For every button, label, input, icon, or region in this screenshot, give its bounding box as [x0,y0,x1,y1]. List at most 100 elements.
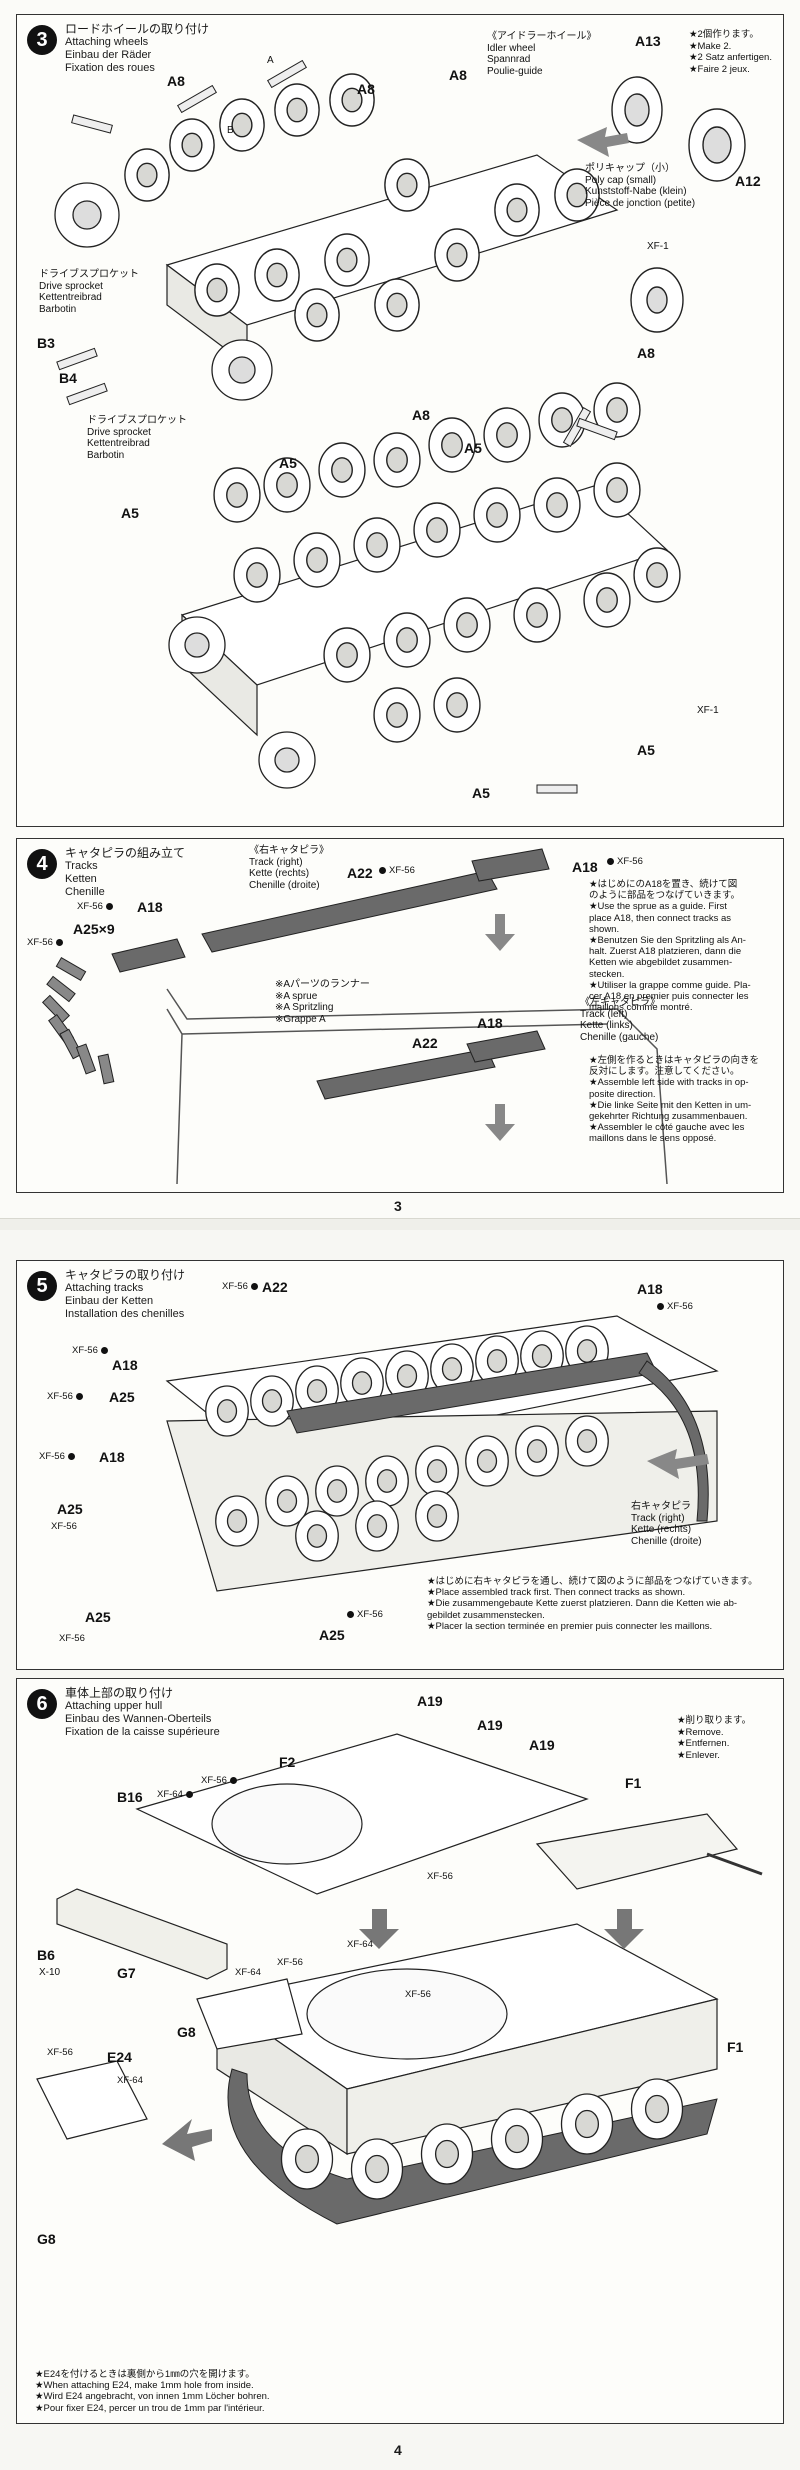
note-line: ★Benutzen Sie den Spritzling als An- [589,935,746,947]
note-line: ★Place assembled track first. Then conne… [427,1587,686,1599]
wheel-hub [576,1429,598,1453]
wheel-hub [396,172,418,198]
page-number: 3 [394,1198,402,1214]
part-b16-label: B16 [117,1789,143,1805]
paint-xf1-label: XF-1 [647,241,669,252]
part-a8-label: A8 [357,81,375,97]
hobby-knife [706,1852,763,1876]
wheel-hub [306,547,328,573]
wheel-hub [331,457,353,483]
part-a18-label: A18 [112,1357,138,1373]
paint-xf64-label: XF-64 [117,2075,143,2086]
wheel-hub [486,1349,508,1373]
paint-xf56-label: XF-56 [27,937,63,948]
step-3-panel: 3 ロードホイールの取り付け Attaching wheels Einbau d… [16,14,784,827]
track-link [97,1053,115,1085]
wheel-hub [526,1439,548,1463]
right-track-note: ★はじめにのA18を置き、続けて図のように部品をつなげていきます。★Use th… [589,879,779,1013]
wheel-hub [336,642,358,668]
wheel-hub [216,1399,238,1423]
wheel-hub [386,292,408,318]
part-a18-label: A18 [637,1281,663,1297]
make-2-note: ★2個作ります。 ★Make 2. ★2 Satz anfertigen. ★F… [689,29,772,75]
wheel-hub [306,302,328,328]
wheel-hub [386,447,408,473]
idler-wheel-title: 《アイドラーホイール》 Idler wheel Spannrad Poulie-… [487,31,597,77]
assembled-track [227,2068,718,2225]
part-a25-label: A25 [109,1389,135,1405]
paint-xf56-label: XF-56 [47,2047,73,2058]
step-6-badge: 6 [27,1689,57,1719]
wheel-hub [276,472,298,498]
paint-xf1-label: XF-1 [697,705,719,716]
part-b3-label: B3 [37,335,55,351]
note-line: ★Use the sprue as a guide. First [589,901,727,913]
paint-xf56-label: XF-56 [657,1301,693,1312]
paint-xf56-label: XF-56 [379,865,415,876]
step-5-title: キャタピラの取り付け Attaching tracks Einbau der K… [65,1268,186,1321]
part-a5-label: A5 [472,785,490,801]
wheel-hub [596,587,618,613]
wheel-hub [286,97,308,123]
page-number: 4 [394,2442,402,2458]
part-a18-label: A18 [99,1449,125,1465]
part-a25-label: A25×9 [73,921,115,937]
paint-xf64-label: XF-64 [157,1789,193,1800]
wheel-hub [306,1379,328,1403]
step-6-title: 車体上部の取り付け Attaching upper hull Einbau de… [65,1686,220,1739]
wheel-hub [341,87,363,113]
part-g7-label: G7 [117,1965,136,1981]
right-track-title: 右キャタピラ Track (right) Kette (rechts) Chen… [631,1501,702,1547]
wheel-hub [496,422,518,448]
paint-xf64-label: XF-64 [347,1939,373,1950]
part-f1-label: F1 [727,2039,744,2055]
wheel-hub [446,692,468,718]
part-f2-label: F2 [279,1754,296,1770]
part-g8-label: G8 [177,2024,196,2040]
drive-sprocket [54,182,316,789]
wheel-hub [644,2094,670,2124]
page-3: 3 ロードホイールの取り付け Attaching wheels Einbau d… [0,0,800,1230]
part-a5-label: A5 [279,455,297,471]
page-4: 5 キャタピラの取り付け Attaching tracks Einbau der… [0,1230,800,2470]
wheel-hub [606,477,628,503]
note-line: shown. [589,923,620,935]
wheel-hub [426,1459,448,1483]
wheel-hub [546,492,568,518]
wheel-hub [526,602,548,628]
left-track-title: 《左キャタピラ》 Track (left) Kette (links) Chen… [580,997,660,1043]
track-links [111,848,550,1100]
part-a19-label: A19 [417,1693,443,1709]
wheel-hub [261,1389,283,1413]
part-g8-label: G8 [37,2231,56,2247]
wheel-hub [426,1504,448,1528]
paint-xf56-label: XF-56 [77,901,113,912]
note-line: ★When attaching E24, make 1mm hole from … [35,2380,254,2392]
wheel-hub [551,407,573,433]
step-5-panel: 5 キャタピラの取り付け Attaching tracks Einbau der… [16,1260,784,1670]
drive-sprocket-label: ドライブスプロケット Drive sprocket Kettentreibrad… [87,415,187,461]
wheel-hub [326,1479,348,1503]
loose-mudguard-g8 [36,2060,148,2140]
wheel-hub [486,502,508,528]
wheel-hub [566,182,588,208]
wheel-hub [446,242,468,268]
track-link [41,994,71,1024]
note-line: 反対にします。注意してください。 [589,1066,740,1078]
rear-plate [56,1888,228,1980]
part-a22-label: A22 [347,865,373,881]
paint-xf56-label: XF-56 [405,1989,431,2000]
part-a19-label: A19 [529,1737,555,1753]
paint-xf56-label: XF-56 [201,1775,237,1786]
paint-xf56-label: XF-56 [347,1609,383,1620]
part-a5-label: A5 [637,742,655,758]
upper-hull-deck [135,1733,589,1895]
engine-deck [535,1813,739,1890]
part-a25-label: A25 [319,1627,345,1643]
note-line: ★Utiliser la grappe comme guide. Pla- [589,979,751,991]
step-4-diagram [41,848,668,1185]
note-line: ★E24を付けるときは裏側から1㎜の穴を開けます。 [35,2369,255,2380]
right-track-title: 《右キャタピラ》 Track (right) Kette (rechts) Ch… [249,845,329,891]
wheel-hub [351,1371,373,1395]
part-a18-label: A18 [137,899,163,915]
